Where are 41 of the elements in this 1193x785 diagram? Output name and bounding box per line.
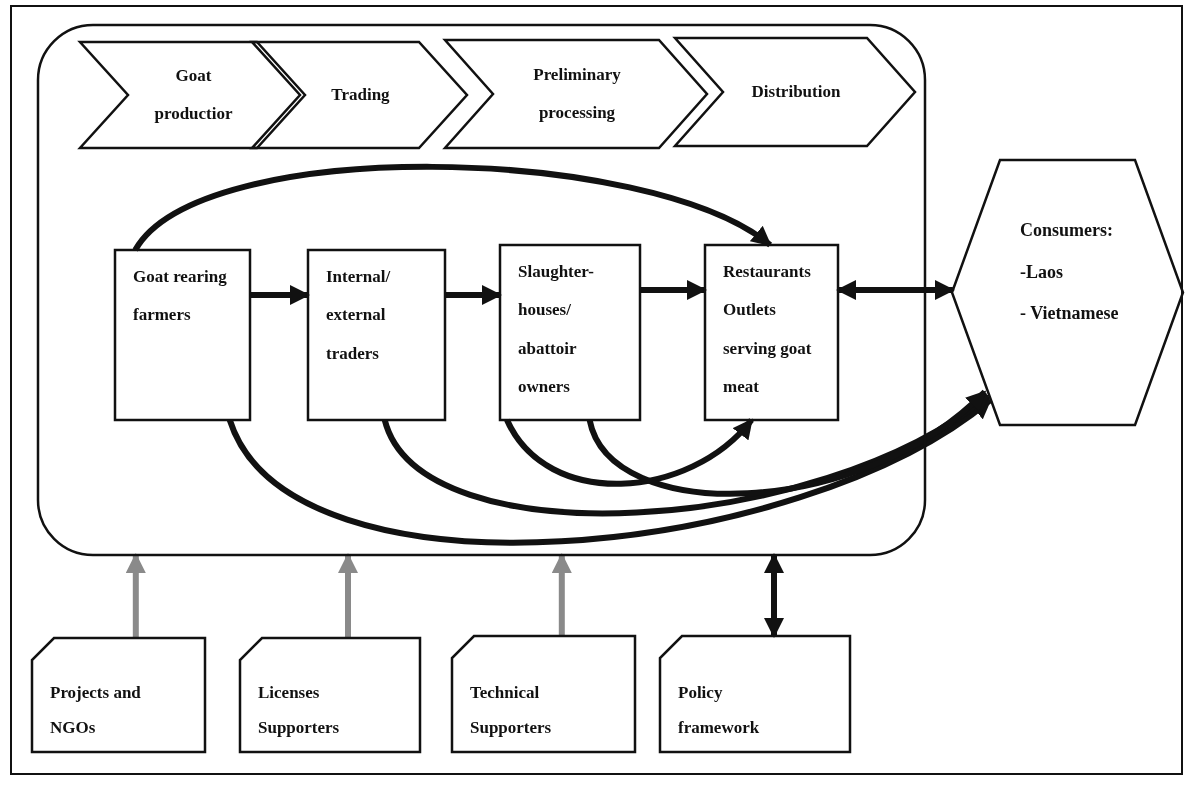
stage-band — [675, 38, 915, 146]
support-box — [32, 638, 205, 752]
actor-box — [308, 250, 445, 420]
node-label: Technical Supporters — [470, 681, 553, 740]
arrow — [640, 280, 707, 300]
support-box — [452, 636, 635, 752]
node-label: Internal/ external traders — [326, 266, 392, 365]
stage-band — [80, 42, 305, 148]
stage-label: Trading — [331, 83, 390, 106]
value-chain-panel — [38, 25, 925, 555]
node-label: - Vietnamese — [1020, 302, 1120, 326]
node-label: -Laos — [1020, 260, 1064, 284]
support-box — [240, 638, 420, 752]
arrow — [586, 389, 987, 497]
node-label: Policy framework — [678, 681, 761, 740]
arrow — [504, 417, 754, 487]
actor-box — [115, 250, 250, 420]
arrow — [551, 553, 572, 636]
node-label: Goat rearing farmers — [133, 266, 228, 327]
stage-label: Preliminary processing — [532, 63, 622, 124]
stage-band — [445, 40, 707, 148]
node-label: Projects and NGOs — [50, 681, 142, 740]
arrow — [836, 280, 955, 300]
arrow — [764, 553, 784, 638]
stage-band — [252, 42, 467, 148]
consumer-hexagon — [952, 160, 1183, 425]
stage-label: Goat productior — [153, 64, 234, 125]
arrow — [445, 285, 502, 305]
actor-box — [500, 245, 640, 420]
arrow — [382, 393, 990, 516]
node-label: Consumers: — [1020, 219, 1114, 243]
arrow — [125, 553, 146, 638]
stage-label: Distribution — [751, 80, 841, 103]
arrow — [227, 397, 992, 545]
node-label: Restaurants Outlets serving goat meat — [723, 261, 813, 398]
support-box — [660, 636, 850, 752]
arrow — [250, 285, 310, 305]
arrow — [338, 553, 358, 638]
node-label: Licenses Supporters — [258, 681, 341, 740]
actor-box — [705, 245, 838, 420]
node-label: Slaughter-houses/ abattoir owners — [518, 261, 595, 398]
